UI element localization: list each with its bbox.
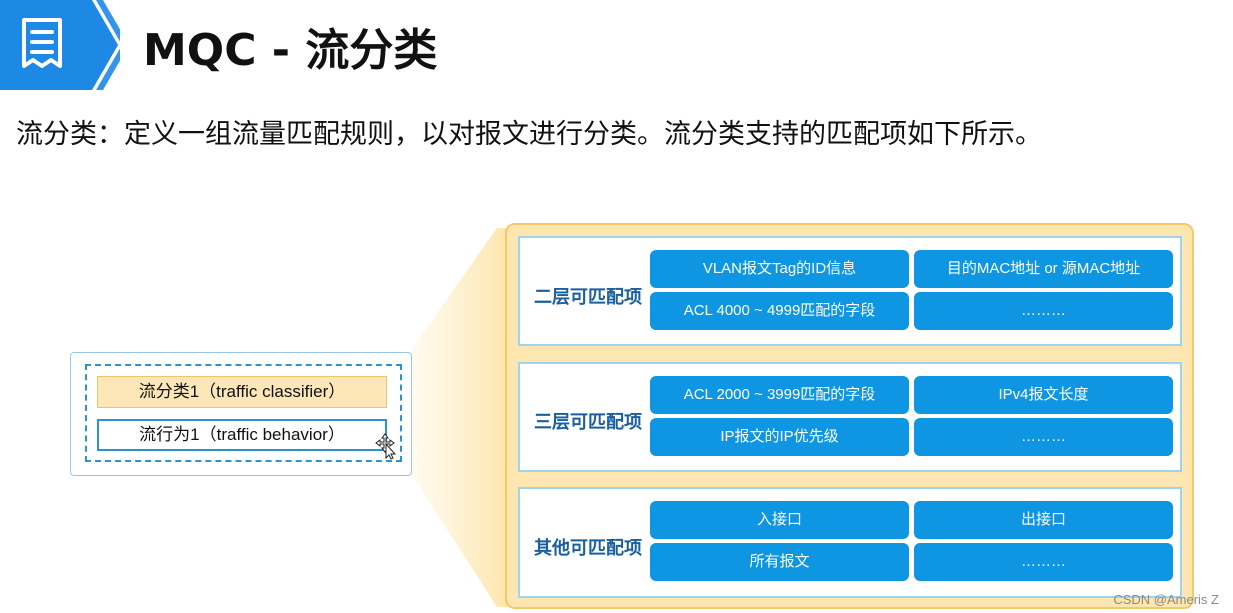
traffic-classifier-item[interactable]: 流分类1（traffic classifier） [97, 376, 387, 408]
match-cell: 出接口 [914, 501, 1173, 539]
policy-panel [70, 352, 412, 476]
match-cell: ……… [914, 292, 1173, 330]
match-cell: ACL 2000 ~ 3999匹配的字段 [650, 376, 909, 414]
match-cell: VLAN报文Tag的ID信息 [650, 250, 909, 288]
group-label: 三层可匹配项 [534, 412, 642, 433]
match-cell: 目的MAC地址 or 源MAC地址 [914, 250, 1173, 288]
group-label: 二层可匹配项 [534, 287, 642, 308]
match-cell: ACL 4000 ~ 4999匹配的字段 [650, 292, 909, 330]
match-cell: IPv4报文长度 [914, 376, 1173, 414]
match-cell: ……… [914, 418, 1173, 456]
traffic-behavior-item[interactable]: 流行为1（traffic behavior） [97, 419, 387, 451]
layer2-match-group: 二层可匹配项 VLAN报文Tag的ID信息 目的MAC地址 or 源MAC地址 … [518, 236, 1182, 346]
policy-dashed-frame [85, 364, 402, 462]
group-label: 其他可匹配项 [534, 538, 642, 559]
match-cell: 所有报文 [650, 543, 909, 581]
move-cursor-icon [375, 433, 397, 460]
other-match-group: 其他可匹配项 入接口 出接口 所有报文 ……… [518, 487, 1182, 598]
match-cell: 入接口 [650, 501, 909, 539]
layer3-match-group: 三层可匹配项 ACL 2000 ~ 3999匹配的字段 IPv4报文长度 IP报… [518, 362, 1182, 472]
watermark: CSDN @Ameris Z [1113, 592, 1219, 607]
page-subtitle: 流分类：定义一组流量匹配规则，以对报文进行分类。流分类支持的匹配项如下所示。 [16, 119, 1042, 150]
match-cell: ……… [914, 543, 1173, 581]
page-title: MQC - 流分类 [143, 25, 438, 76]
match-cell: IP报文的IP优先级 [650, 418, 909, 456]
header-badge [0, 0, 120, 90]
document-icon [22, 18, 62, 68]
